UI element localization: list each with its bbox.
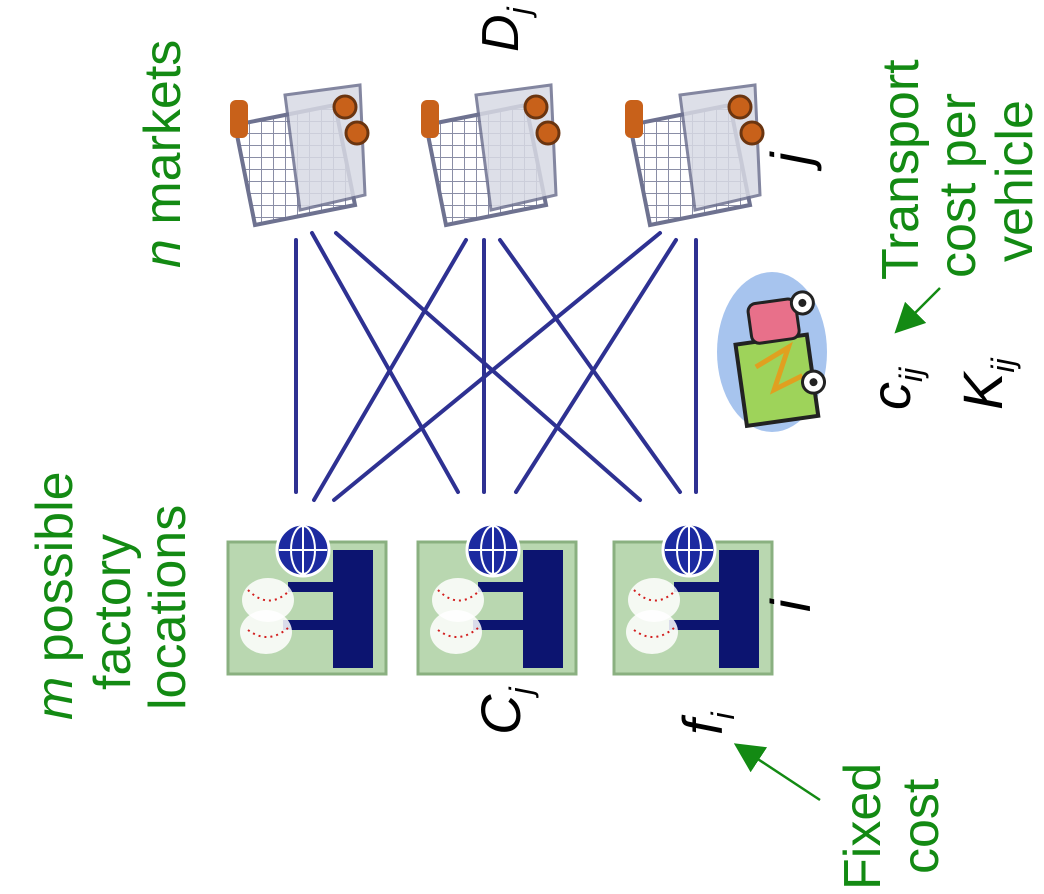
market-cart-2 (421, 83, 561, 228)
transport-cost-symbol: cij (859, 367, 929, 410)
shopping-cart-icon (625, 83, 765, 228)
factories-label-line3: locations (139, 505, 197, 710)
edge-2-3 (498, 238, 682, 494)
markets-label: n markets (134, 40, 192, 268)
globe-icon (465, 522, 521, 578)
fixed-cost-label-line2: cost (892, 778, 950, 874)
demand-symbol: Dj (472, 6, 537, 52)
market-cart-1 (230, 83, 370, 228)
edges (294, 231, 698, 502)
transport-label-line2: cost per (929, 93, 987, 278)
capacity-symbol: Cj (469, 687, 539, 735)
edge-1-2 (310, 231, 460, 494)
factories-label-line1: m possible (26, 471, 84, 720)
factory-index-symbol: i (759, 598, 822, 612)
globe-icon (661, 522, 717, 578)
factory-map-icon (416, 522, 578, 676)
transport-label-line3: vehicle (986, 100, 1044, 262)
transport-label-line1: Transport (872, 59, 930, 280)
factory-map-icon (226, 522, 388, 676)
factory-map-icon (612, 522, 774, 676)
delivery-truck-icon (717, 272, 827, 432)
factories-label-line2: factory (84, 534, 142, 690)
vehicle-capacity-symbol: Kij (951, 358, 1021, 410)
market-index-symbol: j (759, 151, 822, 172)
edge-3-2 (514, 238, 678, 494)
fixed-cost-label-line1: Fixed (834, 763, 892, 890)
edge-2-1 (312, 238, 468, 502)
fixed-cost-arrow (733, 743, 821, 802)
transport-arrow (894, 287, 941, 334)
factory-2 (416, 522, 578, 676)
factory-1 (226, 522, 388, 676)
shopping-cart-icon (230, 83, 370, 228)
fixed-cost-symbol: fi (671, 711, 741, 735)
edge-3-1 (332, 231, 662, 502)
factory-3 (612, 522, 774, 676)
shopping-cart-icon (421, 83, 561, 228)
edge-1-3 (334, 231, 642, 502)
market-cart-3 (625, 83, 765, 228)
globe-icon (275, 522, 331, 578)
